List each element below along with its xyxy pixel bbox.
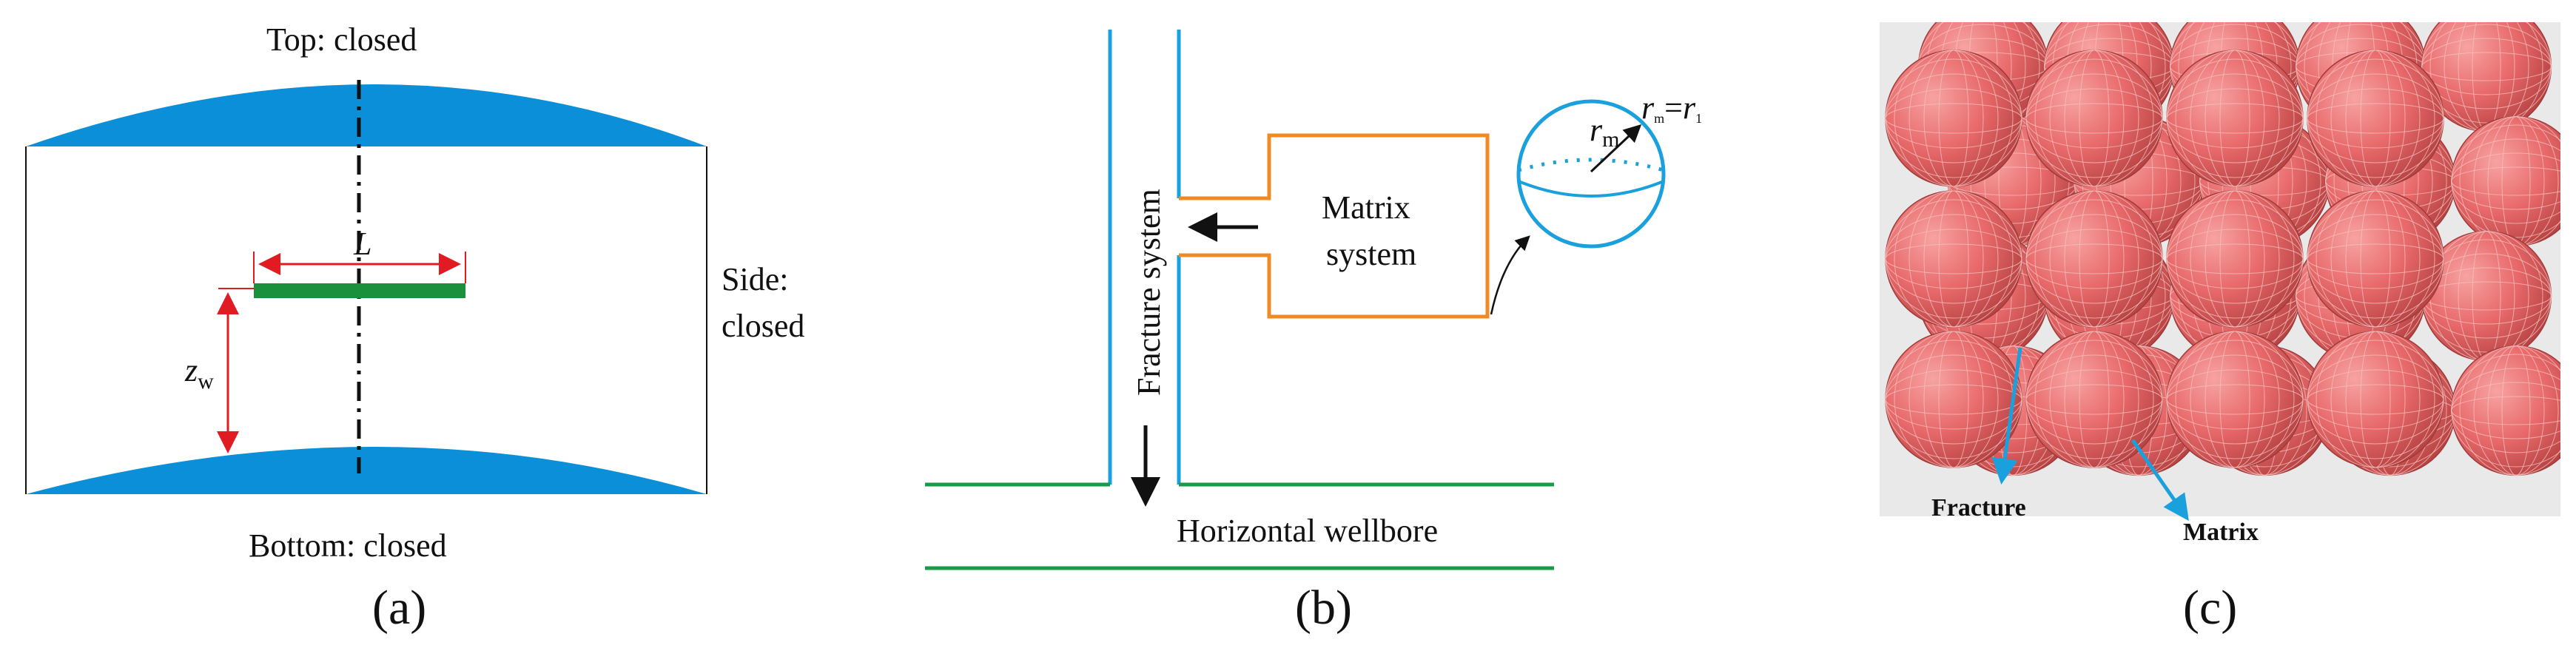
depth-label-sub: w xyxy=(198,369,214,394)
caption-a: (a) xyxy=(372,581,426,635)
side-label-line1: Side: xyxy=(722,261,788,297)
panel-b: Fracture system Matrix system Horizontal… xyxy=(925,30,1702,635)
fracture-pointer-arrow xyxy=(1991,347,2022,485)
top-boundary xyxy=(26,84,707,146)
sphere xyxy=(1885,50,2022,187)
top-label: Top: closed xyxy=(266,21,417,58)
fracture-system-label: Fracture system xyxy=(1131,189,1167,396)
sphere xyxy=(2450,345,2560,476)
wellbore-label: Horizontal wellbore xyxy=(1177,513,1438,549)
radius-label-sub: m xyxy=(1602,127,1619,152)
sphere xyxy=(2307,50,2444,187)
sphere-radius-line xyxy=(1590,124,1642,173)
matrix-pointer-label: Matrix xyxy=(2183,519,2259,546)
sphere xyxy=(1885,331,2022,468)
depth-label: zw xyxy=(184,352,214,394)
caption-b: (b) xyxy=(1295,581,1352,635)
sphere xyxy=(2166,331,2304,468)
depth-label-main: z xyxy=(184,352,198,388)
radius-equation: rm=r1 xyxy=(1641,90,1702,126)
matrix-label-line2: system xyxy=(1326,236,1416,272)
radius-eq-main1: r xyxy=(1641,90,1655,126)
radius-eq-mid: = xyxy=(1664,90,1683,126)
sphere-connector-curve xyxy=(1490,235,1530,315)
sphere xyxy=(2025,50,2163,187)
sphere-pack xyxy=(1885,22,2560,476)
panel-c: Fracture Matrix (c) xyxy=(1880,22,2560,635)
fracture-pointer-label: Fracture xyxy=(1931,494,2026,522)
sphere xyxy=(2307,331,2444,468)
matrix-sphere xyxy=(1516,99,1666,249)
matrix-box xyxy=(1179,133,1490,319)
side-label-line2: closed xyxy=(722,308,804,344)
bottom-label: Bottom: closed xyxy=(249,527,447,564)
radius-eq-sub2: 1 xyxy=(1695,111,1702,126)
sphere-equator-front xyxy=(1518,180,1664,198)
radius-label-main: r xyxy=(1590,112,1603,148)
sphere xyxy=(2166,50,2304,187)
panel-a: Top: closed Side: closed Bottom: closed … xyxy=(25,21,804,635)
horizontal-well xyxy=(254,283,465,298)
radius-eq-sub1: m xyxy=(1654,111,1664,126)
bottom-boundary xyxy=(26,447,707,494)
matrix-pointer-arrow xyxy=(2131,439,2189,522)
radius-label: rm xyxy=(1590,112,1619,152)
length-label: L xyxy=(353,226,371,262)
radius-eq-main2: r xyxy=(1683,90,1696,126)
sphere xyxy=(2450,115,2560,247)
sphere xyxy=(2307,190,2444,328)
matrix-label-line1: Matrix xyxy=(1322,189,1410,226)
sphere xyxy=(1885,190,2022,328)
sphere xyxy=(2025,190,2163,328)
sphere xyxy=(2025,331,2163,468)
caption-c: (c) xyxy=(2183,581,2237,635)
sphere-equator-back xyxy=(1518,158,1664,172)
sphere xyxy=(2166,190,2304,328)
